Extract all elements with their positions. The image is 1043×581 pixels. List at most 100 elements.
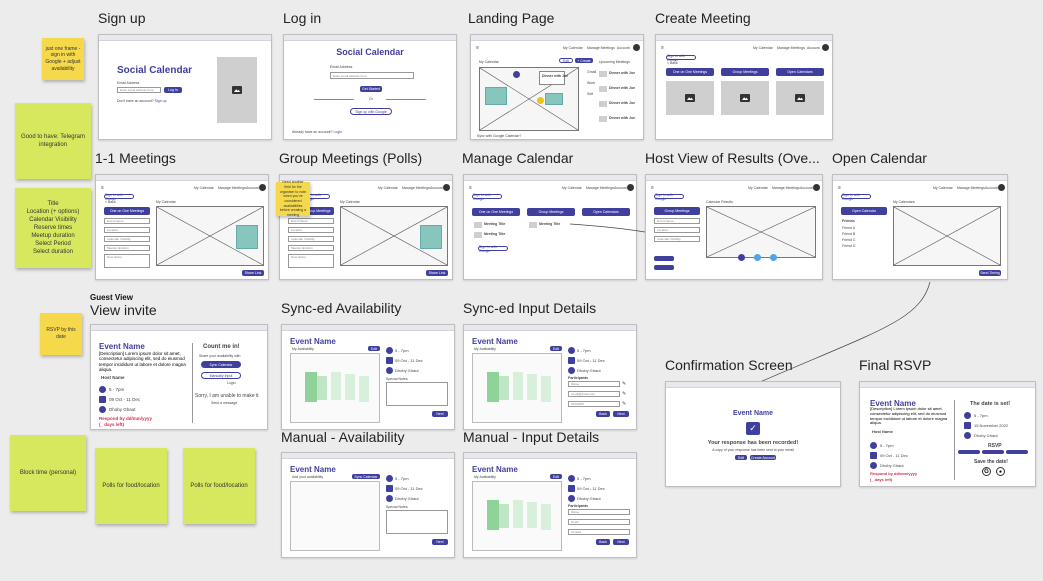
edit-button[interactable]: Edit bbox=[735, 455, 747, 460]
contact-field[interactable]: 91234567 bbox=[568, 401, 620, 407]
nav-manage-meetings[interactable]: Manage Meetings bbox=[777, 46, 805, 50]
next-button[interactable]: Next bbox=[432, 539, 448, 545]
nav-manage-meetings[interactable]: Manage Meetings bbox=[587, 46, 615, 50]
google-icon[interactable]: G bbox=[982, 467, 991, 476]
menu-icon[interactable]: ≡ bbox=[661, 45, 664, 51]
email-field[interactable]: email@gmail.com bbox=[568, 391, 620, 397]
one-on-one-tab[interactable]: One on One Meetings bbox=[472, 208, 520, 216]
tag-button[interactable] bbox=[654, 256, 674, 261]
decline-link[interactable]: Send a message bbox=[211, 401, 238, 405]
result-dot[interactable] bbox=[770, 254, 777, 261]
meeting-item[interactable]: Dinner with Joe bbox=[609, 116, 636, 120]
field-visibility[interactable]: Calendar Visibility bbox=[654, 236, 700, 242]
rsvp-option-button[interactable] bbox=[1006, 450, 1028, 454]
pencil-icon[interactable]: ✎ bbox=[622, 381, 627, 387]
edit-button[interactable]: Edit bbox=[559, 58, 573, 63]
nav-account[interactable]: Account bbox=[807, 46, 820, 50]
avatar[interactable] bbox=[822, 44, 829, 51]
sign-google-button[interactable]: Sign in with Google bbox=[478, 245, 508, 253]
nav-my-calendar[interactable]: My Calendar bbox=[194, 186, 214, 190]
open-calendars-button[interactable]: Open Calendars bbox=[776, 68, 824, 76]
back-button[interactable]: Back bbox=[596, 539, 610, 545]
signup-link[interactable]: Sign up bbox=[154, 99, 167, 103]
friend-item[interactable]: Friend B bbox=[842, 232, 856, 236]
nav-manage-meetings[interactable]: Manage Meetings bbox=[772, 186, 800, 190]
sync-google-link[interactable]: Sync with Google Calendar? bbox=[477, 134, 522, 138]
avatar[interactable] bbox=[627, 184, 634, 191]
login-button[interactable]: Log In bbox=[164, 87, 182, 93]
field-event-name[interactable]: Event Name bbox=[654, 218, 700, 224]
event-dot[interactable] bbox=[513, 71, 520, 78]
avatar[interactable] bbox=[998, 184, 1005, 191]
login-link[interactable]: Login bbox=[333, 130, 343, 134]
rsvp-option-button[interactable] bbox=[982, 450, 1004, 454]
pencil-icon[interactable]: ✎ bbox=[622, 401, 627, 407]
meeting-item[interactable]: Meeting Title bbox=[484, 232, 506, 236]
field-description[interactable]: Description bbox=[104, 254, 150, 268]
meeting-item[interactable]: Dinner with Joe bbox=[609, 71, 636, 75]
back-link[interactable]: < Back bbox=[667, 61, 678, 65]
availability-grid[interactable] bbox=[290, 481, 380, 551]
open-calendars-tab[interactable]: Open Calendars bbox=[582, 208, 630, 216]
edit-button[interactable]: Edit bbox=[368, 346, 380, 351]
result-dot[interactable] bbox=[754, 254, 761, 261]
contact-field[interactable]: Contact bbox=[568, 529, 630, 535]
avatar[interactable] bbox=[633, 44, 640, 51]
nav-my-calendar[interactable]: My Calendar bbox=[748, 186, 768, 190]
group-meetings-tab[interactable]: Group Meetings bbox=[527, 208, 575, 216]
result-dot[interactable] bbox=[738, 254, 745, 261]
field-location[interactable]: Location bbox=[654, 227, 700, 233]
avatar[interactable] bbox=[813, 184, 820, 191]
filter-gmail[interactable]: Gmail bbox=[587, 70, 597, 74]
meeting-item[interactable]: Dinner with Joe bbox=[609, 101, 636, 105]
create-account-button[interactable]: Create Account bbox=[750, 455, 776, 460]
sync-calendar-button[interactable]: Sync Calendar bbox=[201, 361, 241, 368]
field-event-name[interactable]: Event Name bbox=[104, 218, 150, 224]
email-field[interactable]: Email bbox=[568, 519, 630, 525]
manual-input-button[interactable]: Manually Input bbox=[201, 372, 241, 379]
nav-manage-meetings[interactable]: Manage Meetings bbox=[402, 186, 430, 190]
nav-account[interactable]: Account bbox=[800, 186, 813, 190]
group-meetings-button[interactable]: Group Meetings bbox=[721, 68, 769, 76]
special-notes-field[interactable] bbox=[386, 510, 448, 534]
create-button[interactable]: + Create bbox=[575, 58, 593, 63]
next-button[interactable]: Next bbox=[613, 539, 629, 545]
field-description[interactable]: Description bbox=[288, 254, 334, 268]
field-duration[interactable]: Meetup duration bbox=[288, 245, 334, 251]
rsvp-option-button[interactable] bbox=[958, 450, 980, 454]
meeting-item[interactable]: Meeting Title bbox=[484, 222, 506, 226]
filter-self[interactable]: Self bbox=[587, 92, 594, 96]
field-visibility[interactable]: Calendar Visibility bbox=[104, 236, 150, 242]
avatar[interactable] bbox=[259, 184, 266, 191]
nav-my-calendar[interactable]: My Calendar bbox=[563, 46, 583, 50]
filter-work[interactable]: Work bbox=[587, 81, 596, 85]
menu-icon[interactable]: ≡ bbox=[101, 185, 104, 191]
tag-button[interactable] bbox=[654, 265, 674, 270]
menu-icon[interactable]: ≡ bbox=[838, 185, 841, 191]
nav-account[interactable]: Account bbox=[985, 186, 998, 190]
field-event-name[interactable]: Event Name bbox=[288, 218, 334, 224]
special-notes-field[interactable] bbox=[386, 382, 448, 406]
send-timing-button[interactable]: Send Timing bbox=[979, 270, 1001, 276]
nav-account[interactable]: Account bbox=[617, 46, 630, 50]
nav-my-calendar[interactable]: My Calendar bbox=[378, 186, 398, 190]
sign-google-button[interactable]: Sign in with Google bbox=[104, 193, 134, 201]
edit-button[interactable]: Edit bbox=[550, 346, 562, 351]
google-signup-button[interactable]: Sign up with Google bbox=[350, 108, 392, 115]
field-duration[interactable]: Meetup duration bbox=[104, 245, 150, 251]
next-button[interactable]: Next bbox=[432, 411, 448, 417]
friend-item[interactable]: Friend D bbox=[842, 244, 856, 248]
menu-icon[interactable]: ≡ bbox=[476, 45, 479, 51]
nav-manage-meetings[interactable]: Manage Meetings bbox=[586, 186, 614, 190]
get-started-button[interactable]: Get Started bbox=[360, 86, 382, 92]
back-link[interactable]: < Back bbox=[105, 200, 116, 204]
one-on-one-button[interactable]: One on One Meetings bbox=[666, 68, 714, 76]
sign-google-button[interactable]: Sign in with Google bbox=[841, 193, 871, 201]
nav-account[interactable]: Account bbox=[246, 186, 259, 190]
apple-icon[interactable]: ● bbox=[996, 467, 1005, 476]
share-link-button[interactable]: Share Link bbox=[242, 270, 264, 276]
sign-google-button[interactable]: Sign in with Google bbox=[472, 193, 502, 201]
next-button[interactable]: Next bbox=[613, 411, 629, 417]
nav-my-calendar[interactable]: My Calendar bbox=[753, 46, 773, 50]
share-link-button[interactable]: Share Link bbox=[426, 270, 448, 276]
